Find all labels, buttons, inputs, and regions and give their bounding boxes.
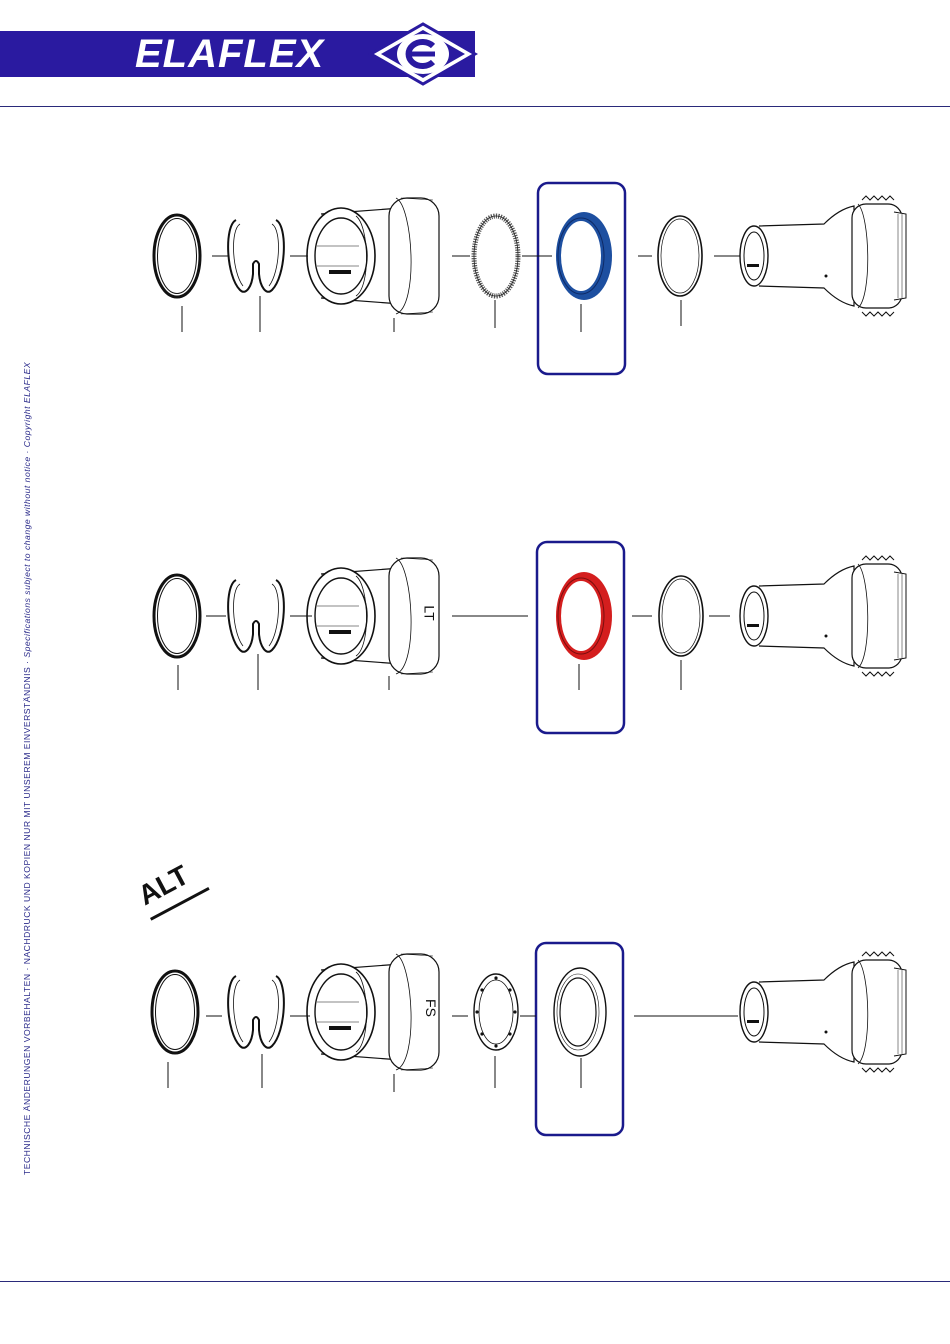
nut-marking-lt: LT [422,605,438,620]
seal-red-icon [556,572,612,660]
row-2-assembly [154,542,906,733]
row-3-assembly [152,943,906,1135]
seal-blue-icon [556,212,612,300]
nut-marking-fs: FS [423,999,439,1017]
row-1-assembly [154,183,906,374]
seal-old-icon [554,968,606,1056]
